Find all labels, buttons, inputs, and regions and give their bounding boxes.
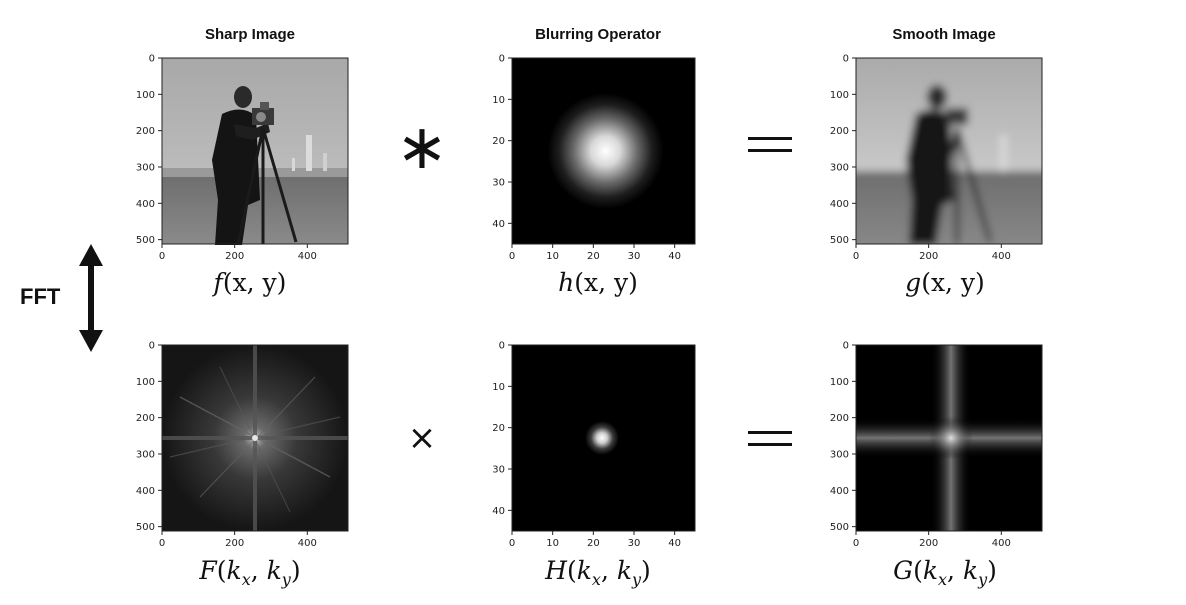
x-tick-label: 200 xyxy=(919,538,938,549)
x-tick-label: 200 xyxy=(919,251,938,262)
sharp-image-pixels xyxy=(162,58,348,245)
y-tick-label: 0 xyxy=(149,341,155,352)
y-tick-label: 200 xyxy=(136,413,155,424)
fft-double-arrow-icon xyxy=(79,244,103,352)
spectrum-g-pixels xyxy=(856,345,1042,531)
spectrum-h-panel: 0 10 20 30 40 0 10 20 30 40 xyxy=(492,341,696,550)
spectrum-h-axes: 0 10 20 30 40 0 10 20 30 40 xyxy=(492,341,681,550)
y-tick-label: 30 xyxy=(492,465,505,476)
formula-h-xy: h(x, y) xyxy=(558,268,638,297)
spectrum-f-axes: 0 100 200 300 400 500 0 200 400 xyxy=(136,341,317,550)
smooth-image-axes: 0 100 200 300 400 500 0 200 400 xyxy=(830,54,1011,263)
smooth-image-pixels xyxy=(856,58,1042,244)
y-tick-label: 400 xyxy=(830,486,849,497)
x-tick-label: 0 xyxy=(509,251,515,262)
x-tick-label: 10 xyxy=(546,251,559,262)
y-tick-label: 0 xyxy=(843,54,849,65)
spectrum-f-panel: 0 100 200 300 400 500 0 200 400 xyxy=(136,341,349,550)
equals-operator-bottom xyxy=(744,427,796,453)
y-tick-label: 100 xyxy=(830,377,849,388)
blurring-operator-panel: 0 10 20 30 40 0 10 20 30 40 xyxy=(492,54,696,263)
formula-H-k: H(kx, ky) xyxy=(545,556,651,589)
y-tick-label: 300 xyxy=(136,449,155,460)
x-tick-label: 20 xyxy=(587,251,600,262)
fft-label: FFT xyxy=(20,284,61,309)
sharp-image-panel: 0 100 200 300 400 500 0 200 400 xyxy=(136,54,349,263)
y-tick-label: 20 xyxy=(492,136,505,147)
equals-operator-top xyxy=(744,133,796,159)
y-tick-label: 300 xyxy=(830,449,849,460)
y-tick-label: 0 xyxy=(843,341,849,352)
transfer-function-spot xyxy=(585,421,619,455)
y-tick-label: 300 xyxy=(830,162,849,173)
x-tick-label: 10 xyxy=(546,538,559,549)
title-smooth-image: Smooth Image xyxy=(892,26,996,43)
convolution-operator: ∗ xyxy=(396,110,448,183)
y-tick-label: 100 xyxy=(136,90,155,101)
x-tick-label: 40 xyxy=(668,538,681,549)
smooth-image-panel: 0 100 200 300 400 500 0 200 400 xyxy=(830,54,1043,263)
y-tick-label: 500 xyxy=(136,235,155,246)
y-tick-label: 200 xyxy=(830,126,849,137)
spectrum-g-panel: 0 100 200 300 400 500 0 200 400 xyxy=(830,341,1043,550)
x-tick-label: 200 xyxy=(225,538,244,549)
y-tick-label: 500 xyxy=(136,522,155,533)
y-tick-label: 100 xyxy=(136,377,155,388)
title-blurring-operator: Blurring Operator xyxy=(535,26,661,43)
y-tick-label: 0 xyxy=(499,341,505,352)
y-tick-label: 0 xyxy=(149,54,155,65)
y-tick-label: 40 xyxy=(492,506,505,517)
x-tick-label: 30 xyxy=(628,538,641,549)
formula-F-k: F(kx, ky) xyxy=(199,556,301,589)
y-tick-label: 300 xyxy=(136,162,155,173)
y-tick-label: 0 xyxy=(499,54,505,65)
x-tick-label: 400 xyxy=(298,538,317,549)
blurring-operator-axes: 0 10 20 30 40 0 10 20 30 40 xyxy=(492,54,681,263)
x-tick-label: 0 xyxy=(159,538,165,549)
x-tick-label: 0 xyxy=(853,251,859,262)
y-tick-label: 10 xyxy=(492,95,505,106)
spectrum-f-pixels xyxy=(162,345,348,531)
y-tick-label: 400 xyxy=(830,199,849,210)
y-tick-label: 500 xyxy=(830,235,849,246)
spectrum-g-axes: 0 100 200 300 400 500 0 200 400 xyxy=(830,341,1011,550)
formula-G-k: G(kx, ky) xyxy=(893,556,997,589)
x-tick-label: 400 xyxy=(298,251,317,262)
y-tick-label: 200 xyxy=(136,126,155,137)
x-tick-label: 0 xyxy=(159,251,165,262)
y-tick-label: 40 xyxy=(492,219,505,230)
x-tick-label: 400 xyxy=(992,538,1011,549)
x-tick-label: 0 xyxy=(853,538,859,549)
x-tick-label: 0 xyxy=(509,538,515,549)
x-tick-label: 200 xyxy=(225,251,244,262)
y-tick-label: 100 xyxy=(830,90,849,101)
x-tick-label: 30 xyxy=(628,251,641,262)
formula-g-xy: g(x, y) xyxy=(905,268,985,297)
y-tick-label: 400 xyxy=(136,199,155,210)
y-tick-label: 20 xyxy=(492,423,505,434)
gaussian-kernel-spot xyxy=(547,93,664,209)
y-tick-label: 200 xyxy=(830,413,849,424)
formula-f-xy: f(x, y) xyxy=(213,268,287,297)
x-tick-label: 400 xyxy=(992,251,1011,262)
sharp-image-axes: 0 100 200 300 400 500 0 200 400 xyxy=(136,54,317,263)
y-tick-label: 400 xyxy=(136,486,155,497)
y-tick-label: 10 xyxy=(492,382,505,393)
title-sharp-image: Sharp Image xyxy=(204,26,296,43)
x-tick-label: 20 xyxy=(587,538,600,549)
multiplication-operator: × xyxy=(407,418,437,458)
y-tick-label: 30 xyxy=(492,178,505,189)
y-tick-label: 500 xyxy=(830,522,849,533)
x-tick-label: 40 xyxy=(668,251,681,262)
